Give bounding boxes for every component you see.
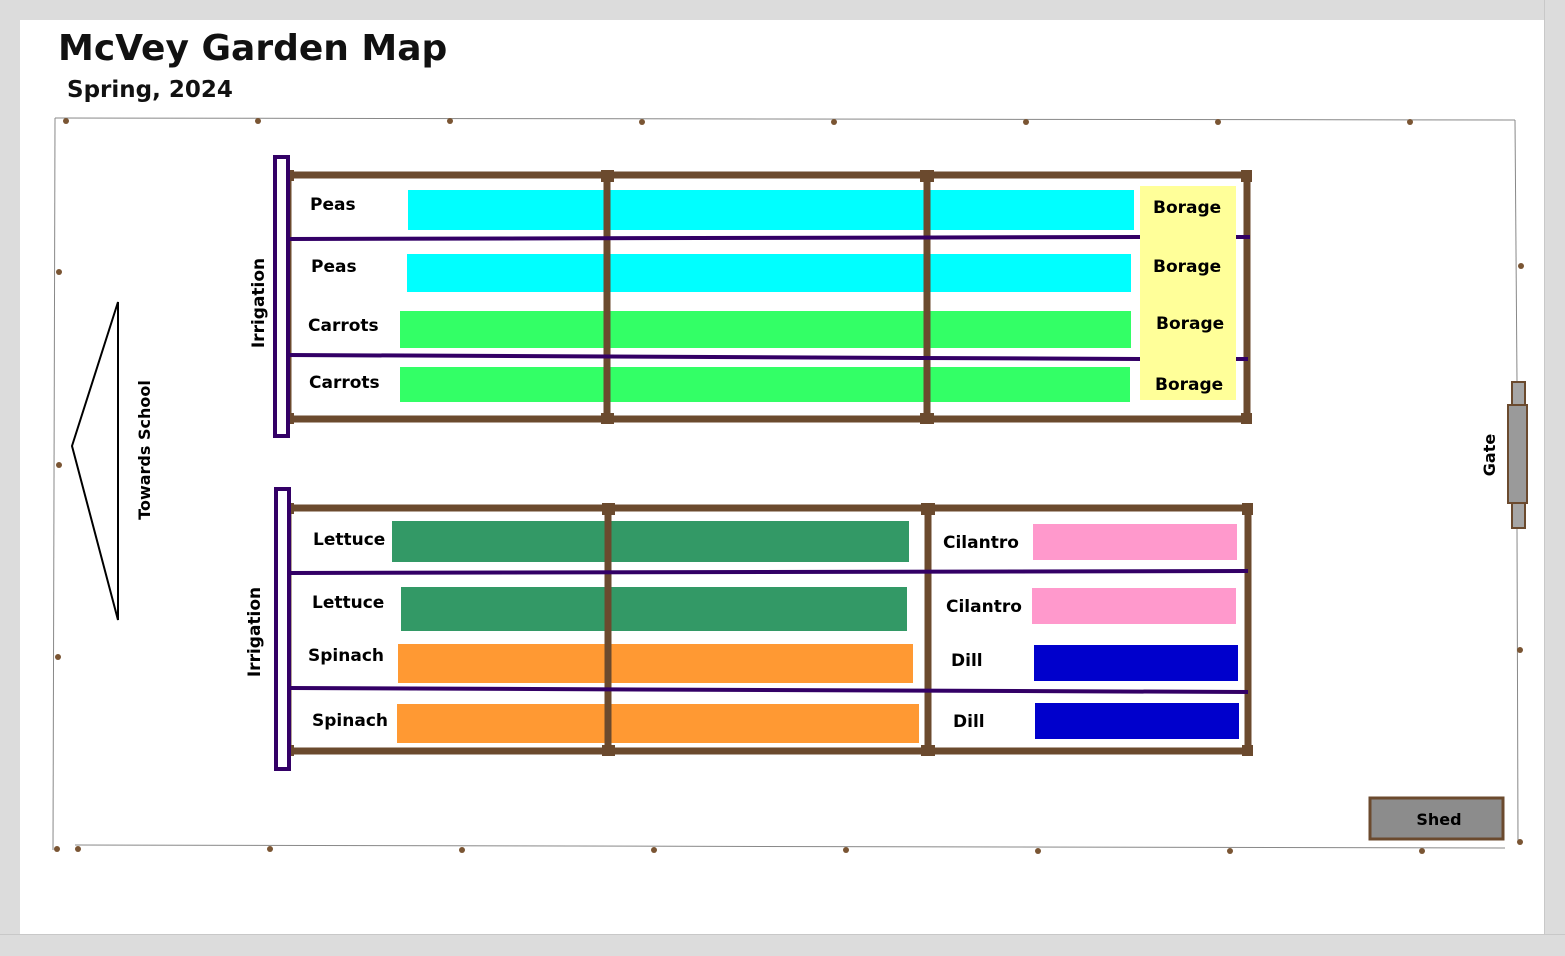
page-subtitle: Spring, 2024 [67, 77, 233, 103]
top-row-4-companion: Borage [1155, 375, 1223, 395]
top-row-3-companion: Borage [1156, 314, 1224, 334]
bottom-row-1-companion: Cilantro [943, 533, 1019, 553]
bottom-row-1-label: Lettuce [313, 530, 385, 550]
shed-label: Shed [1416, 810, 1461, 829]
top-row-3-label: Carrots [308, 316, 379, 336]
top-row-1-label: Peas [310, 195, 356, 215]
irrigation-bottom-label: Irrigation [245, 587, 265, 677]
bottom-bed-row-4-companion-crop [1035, 703, 1239, 739]
top-row-2-label: Peas [311, 257, 357, 277]
horizontal-scrollbar[interactable] [0, 934, 1565, 956]
top-row-2-companion: Borage [1153, 257, 1221, 277]
bottom-bed-row-2-crop [401, 587, 907, 631]
vertical-scrollbar[interactable] [1544, 0, 1565, 934]
towards-school-label: Towards School [135, 380, 154, 520]
bottom-bed-row-3-crop [398, 644, 913, 683]
top-bed-row-2-crop [407, 254, 1131, 292]
gate[interactable] [1507, 381, 1528, 529]
top-irrigation [273, 155, 1250, 438]
fence [52, 117, 1519, 851]
bottom-row-2-label: Lettuce [312, 593, 384, 613]
top-bed: Irrigation Peas Peas Carrots Carrots Bor… [249, 155, 1252, 438]
borage-strip [1140, 186, 1236, 400]
bottom-bed-row-2-companion-crop [1032, 588, 1236, 624]
bottom-row-2-companion: Cilantro [946, 597, 1022, 617]
bottom-irrigation [274, 487, 1249, 771]
bottom-bed-row-4-crop [397, 704, 919, 743]
top-bed-row-4-crop [400, 367, 1130, 402]
top-row-4-label: Carrots [309, 373, 380, 393]
bottom-row-4-companion: Dill [953, 712, 985, 732]
direction-arrow-icon [70, 301, 119, 621]
bottom-bed: Irrigation Lettuce Lettuce Spinach Spina… [245, 487, 1253, 771]
gate-label: Gate [1480, 434, 1499, 477]
fence-posts [54, 118, 1524, 854]
shed[interactable]: Shed [1368, 796, 1505, 841]
top-row-1-companion: Borage [1153, 198, 1221, 218]
bottom-row-3-companion: Dill [951, 651, 983, 671]
top-bed-row-1-crop [408, 190, 1134, 230]
bottom-row-3-label: Spinach [308, 646, 384, 666]
page-title: McVey Garden Map [58, 28, 448, 69]
irrigation-top-label: Irrigation [249, 258, 269, 348]
bottom-bed-row-1-crop [392, 521, 909, 562]
bottom-bed-row-1-companion-crop [1033, 524, 1237, 560]
bottom-bed-row-3-companion-crop [1034, 645, 1238, 681]
top-bed-row-3-crop [400, 311, 1131, 348]
bottom-row-4-label: Spinach [312, 711, 388, 731]
